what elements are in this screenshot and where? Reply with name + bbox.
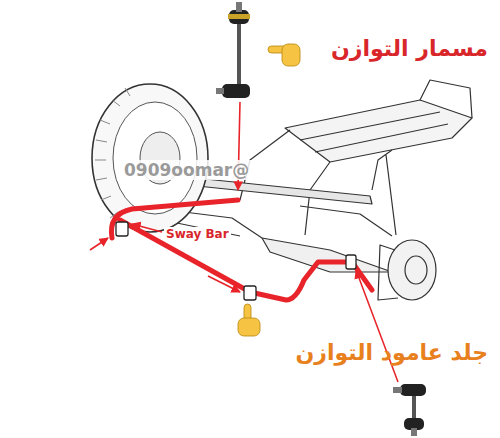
sway-link-bottom [393, 384, 426, 436]
part-name: جلد عامود التوازن [294, 340, 490, 365]
part-name-holder: جلد عامود التوازن [294, 340, 490, 366]
part-name-holder: Sway Bar [164, 224, 231, 242]
sway-link-top [216, 2, 250, 98]
watermark: 0909oomar@ [122, 160, 251, 180]
part-name: Sway Bar [164, 227, 231, 241]
watermark-holder: 0909oomar@ [122, 160, 251, 180]
bushing [116, 222, 356, 300]
part-name-holder: مسمار التوازن [329, 36, 490, 62]
sway-bar [111, 200, 372, 300]
pointing-hand [268, 44, 300, 66]
pointing-hand [238, 304, 260, 336]
frame-drawing [168, 80, 472, 300]
part-name: مسمار التوازن [329, 36, 490, 61]
